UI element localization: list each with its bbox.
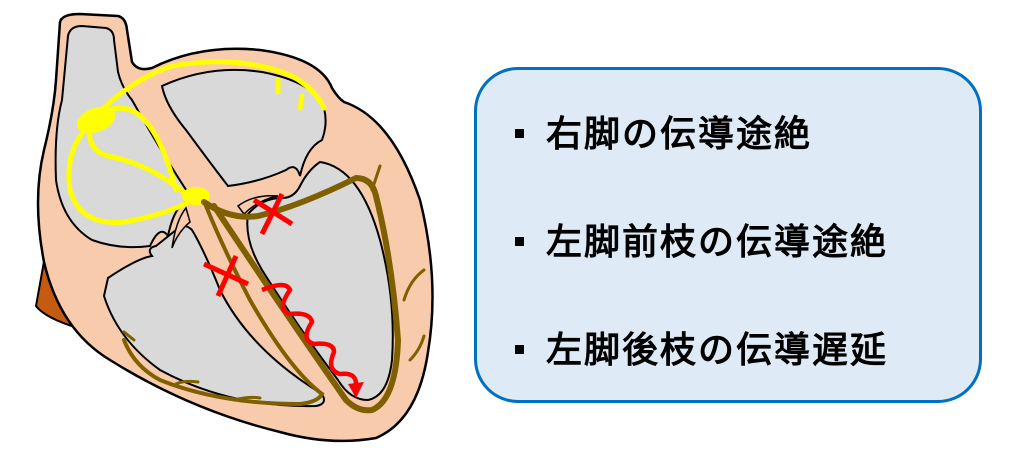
bullet-icon: [515, 236, 524, 246]
sa-av-conduction: [66, 59, 327, 225]
heart-conduction-diagram: [34, 12, 434, 443]
sa-node: [76, 106, 116, 134]
info-item-label: 左脚前枝の伝導途絶: [546, 222, 889, 263]
tricuspid-leaflet: [171, 206, 191, 249]
info-item-right-bundle: 右脚の伝導途絶: [515, 115, 812, 155]
info-item-left-anterior: 左脚前枝の伝導途絶: [515, 223, 888, 263]
left-anterior-fascicle-block-cross: [202, 254, 250, 298]
info-item-label: 左脚後枝の伝導遅延: [546, 330, 889, 371]
left-atrium: [160, 68, 327, 188]
right-ventricle: [102, 225, 325, 408]
info-item-left-posterior: 左脚後枝の伝導遅延: [515, 331, 888, 371]
left-posterior-fascicle-delay-wave: [261, 282, 359, 385]
info-box: 右脚の伝導途絶 左脚前枝の伝導途絶 左脚後枝の伝導遅延: [474, 67, 982, 403]
mitral-leaflet: [236, 194, 279, 216]
bullet-icon: [515, 344, 524, 354]
right-bundle-block-cross: [252, 192, 294, 236]
bullet-icon: [515, 128, 524, 138]
info-item-label: 右脚の伝導途絶: [546, 114, 813, 155]
delay-arrowhead-icon: [348, 382, 364, 398]
